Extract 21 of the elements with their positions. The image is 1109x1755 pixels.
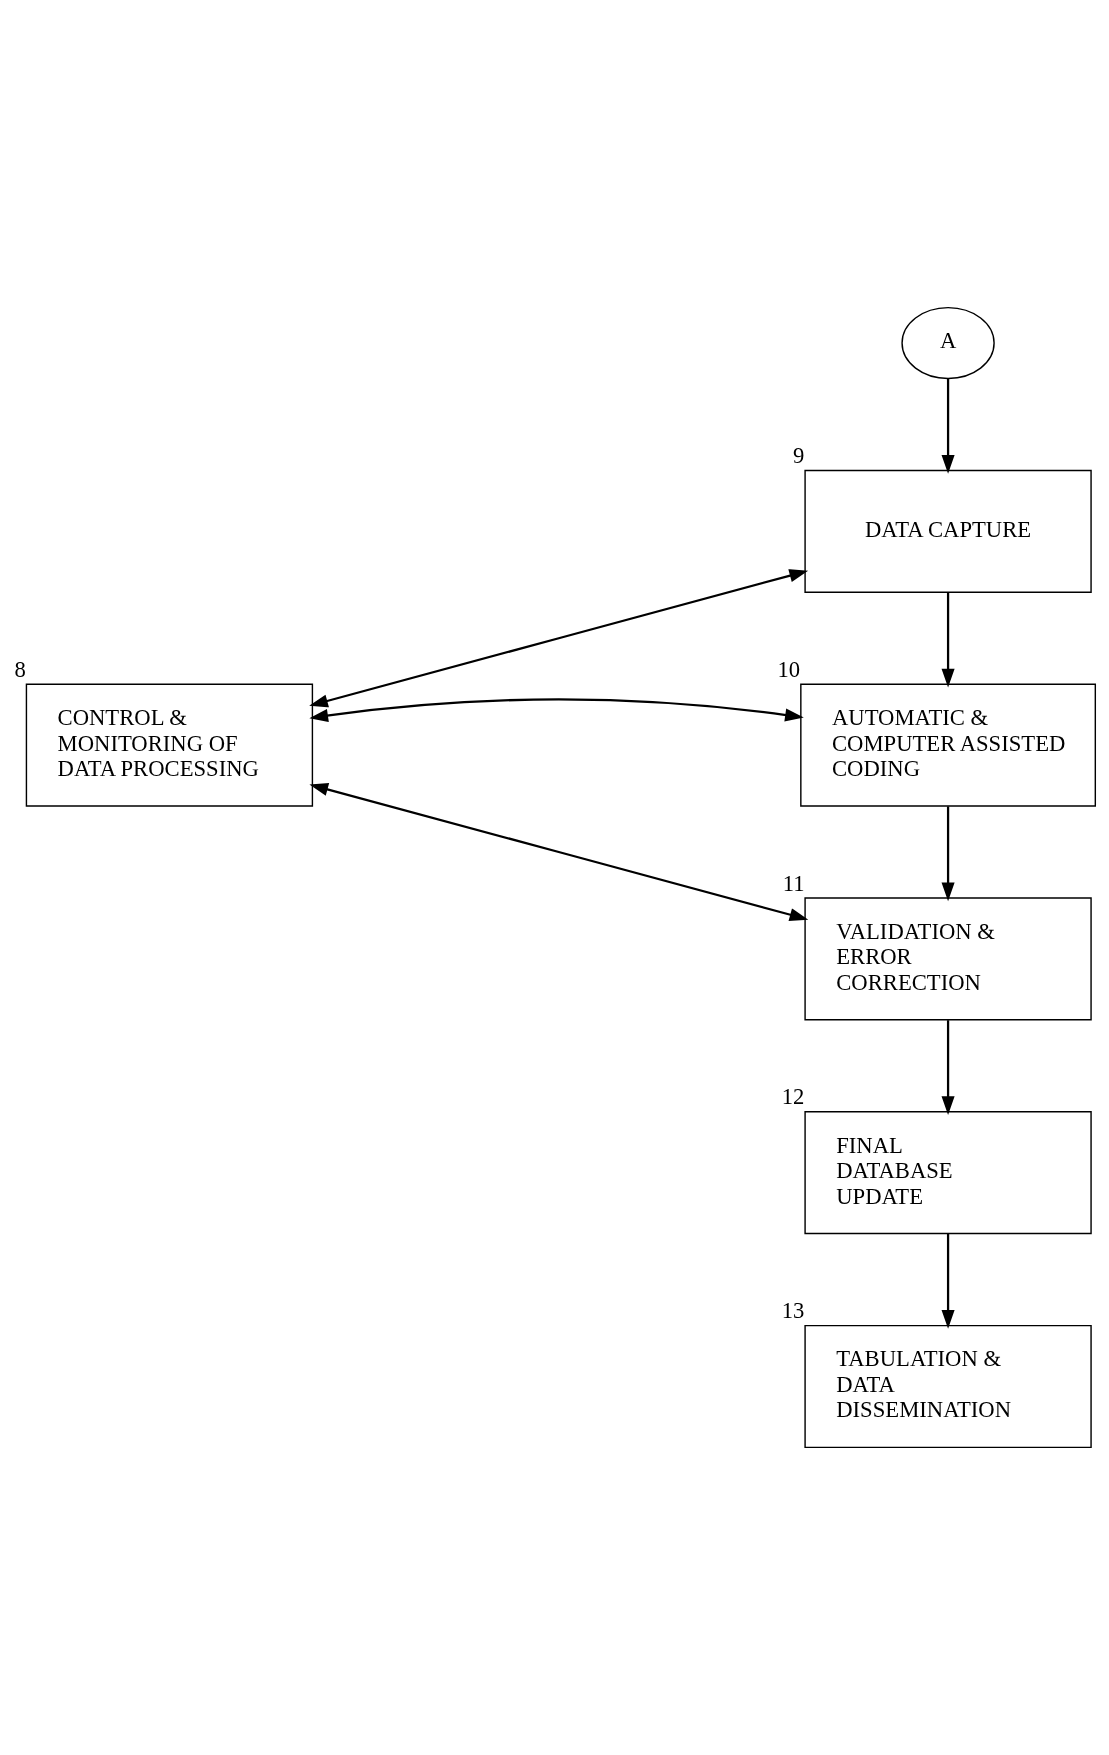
arrow: [309, 783, 809, 922]
arrow: [309, 569, 809, 708]
node-box: AUTOMATIC & COMPUTER ASSISTED CODING: [800, 683, 1096, 807]
node-box: TABULATION & DATA DISSEMINATION: [804, 1324, 1092, 1449]
node-label: 12: [781, 1084, 805, 1110]
node-box: FINAL DATABASE UPDATE: [804, 1111, 1092, 1235]
node-label: 10: [777, 656, 801, 682]
node-box: DATA CAPTURE: [804, 469, 1092, 593]
arrow: [941, 592, 955, 688]
arrow: [941, 1020, 955, 1116]
arrow: [309, 698, 804, 722]
node-box: VALIDATION & ERROR CORRECTION: [804, 897, 1092, 1021]
node-label: 9: [793, 443, 805, 469]
arrow: [941, 1234, 955, 1329]
node-label: 8: [14, 656, 26, 682]
node-label: 13: [781, 1298, 805, 1324]
node-label: 11: [782, 870, 805, 896]
arrow: [941, 378, 955, 474]
node-box: CONTROL & MONITORING OF DATA PROCESSING: [25, 683, 314, 807]
node-ellipse: A: [901, 306, 995, 380]
arrow: [941, 806, 955, 902]
